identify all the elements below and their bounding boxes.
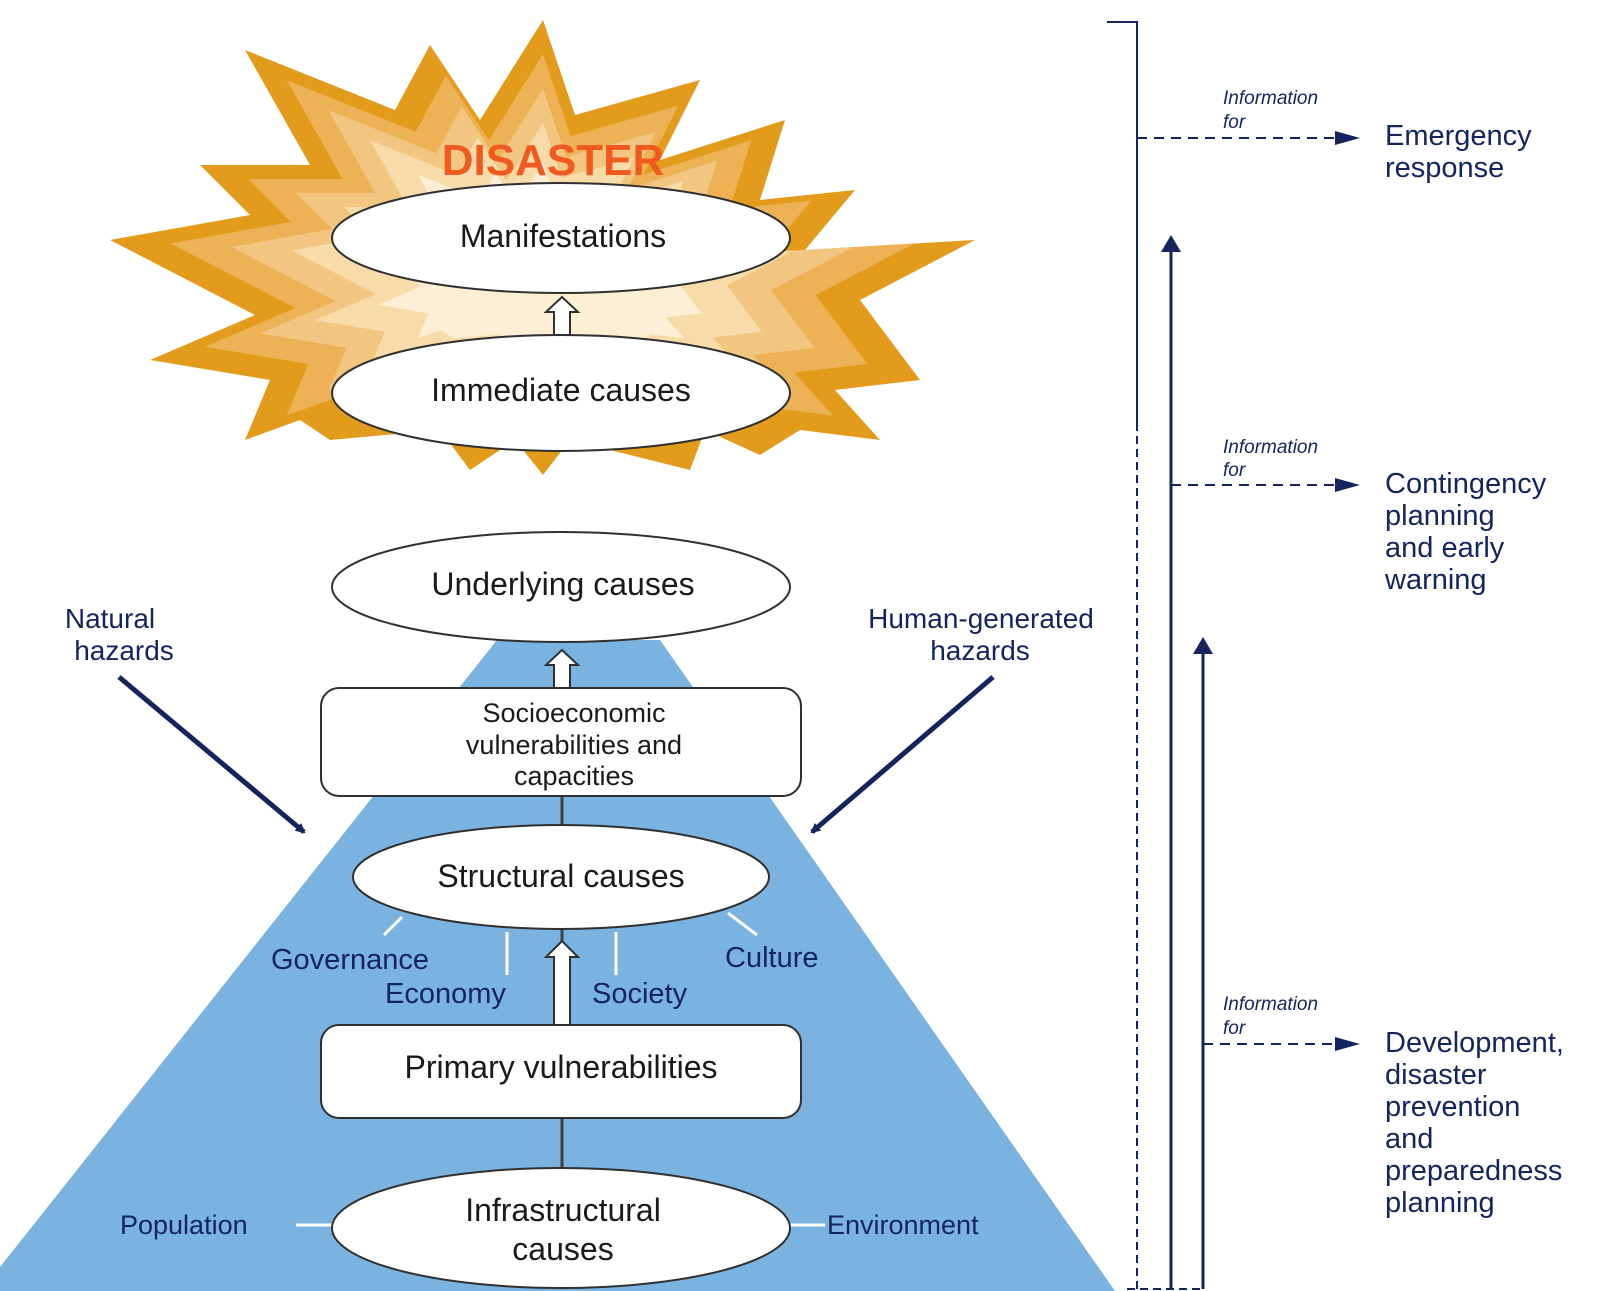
contingency-line2: planning <box>1385 500 1495 532</box>
development-line2: disaster <box>1385 1059 1487 1091</box>
population-label: Population <box>120 1210 248 1240</box>
contingency-line3: and early <box>1385 532 1505 564</box>
immediate-causes-label: Immediate causes <box>431 372 691 408</box>
information-for-label-1-line2: for <box>1223 112 1246 133</box>
immediate-causes-ellipse <box>331 334 791 452</box>
infrastructural-label-line1: Infrastructural <box>465 1192 661 1228</box>
underlying-causes-label: Underlying causes <box>431 566 694 602</box>
socioeconomic-label-line3: capacities <box>514 761 634 791</box>
disaster-title: DISASTER <box>442 136 664 185</box>
contingency-line1: Contingency <box>1385 468 1547 500</box>
human-hazards-label-line1: Human-generated <box>868 603 1094 634</box>
environment-label: Environment <box>827 1210 979 1240</box>
information-for-label-2-line2: for <box>1223 460 1246 481</box>
development-arrowhead <box>1335 1037 1360 1051</box>
infrastructural-causes-ellipse <box>331 1167 791 1289</box>
natural-hazards-label-line1: Natural <box>65 603 155 634</box>
contingency-arrowhead <box>1335 478 1360 492</box>
development-line6: planning <box>1385 1187 1495 1219</box>
contingency-line4: warning <box>1384 564 1487 596</box>
hollow-arrow-up-immediate <box>543 295 581 336</box>
information-for-label-3-line2: for <box>1223 1018 1246 1039</box>
economy-label: Economy <box>385 978 506 1010</box>
natural-hazards-label-line2: hazards <box>74 635 174 666</box>
emergency-arrowhead <box>1335 131 1360 145</box>
manifestations-ellipse <box>331 182 791 294</box>
culture-label: Culture <box>725 942 819 974</box>
governance-label: Governance <box>271 944 429 976</box>
timeline-bracket <box>1107 21 1213 1290</box>
society-label: Society <box>592 978 688 1010</box>
information-for-label-1-line1: Information <box>1223 88 1318 109</box>
hollow-arrow-up-primary <box>543 939 581 1026</box>
socioeconomic-box <box>320 687 802 797</box>
human-hazards-arrow <box>810 675 995 834</box>
manifestations-label: Manifestations <box>460 218 666 254</box>
socioeconomic-label-line2: vulnerabilities and <box>466 730 682 760</box>
emergency-response-line1: Emergency <box>1385 120 1532 152</box>
structural-factor-ticks <box>382 911 758 975</box>
information-for-label-3-line1: Information <box>1223 994 1318 1015</box>
development-line3: prevention <box>1385 1091 1520 1123</box>
infrastructural-label-line2: causes <box>512 1231 613 1267</box>
development-line1: Development, <box>1385 1027 1564 1059</box>
hollow-arrow-up-socioeconomic <box>543 648 581 689</box>
socioeconomic-label-line1: Socioeconomic <box>482 698 665 728</box>
primary-vulnerabilities-box <box>320 1024 802 1119</box>
structural-causes-label: Structural causes <box>437 858 684 894</box>
structural-causes-ellipse <box>352 824 770 930</box>
development-line4: and <box>1385 1123 1433 1155</box>
primary-vulnerabilities-label: Primary vulnerabilities <box>405 1049 718 1085</box>
development-line5: preparedness <box>1385 1155 1562 1187</box>
human-hazards-label-line2: hazards <box>930 635 1030 666</box>
information-for-label-2-line1: Information <box>1223 437 1318 458</box>
underlying-causes-ellipse <box>331 531 791 643</box>
natural-hazards-arrow <box>117 675 306 834</box>
emergency-response-line2: response <box>1385 152 1504 184</box>
